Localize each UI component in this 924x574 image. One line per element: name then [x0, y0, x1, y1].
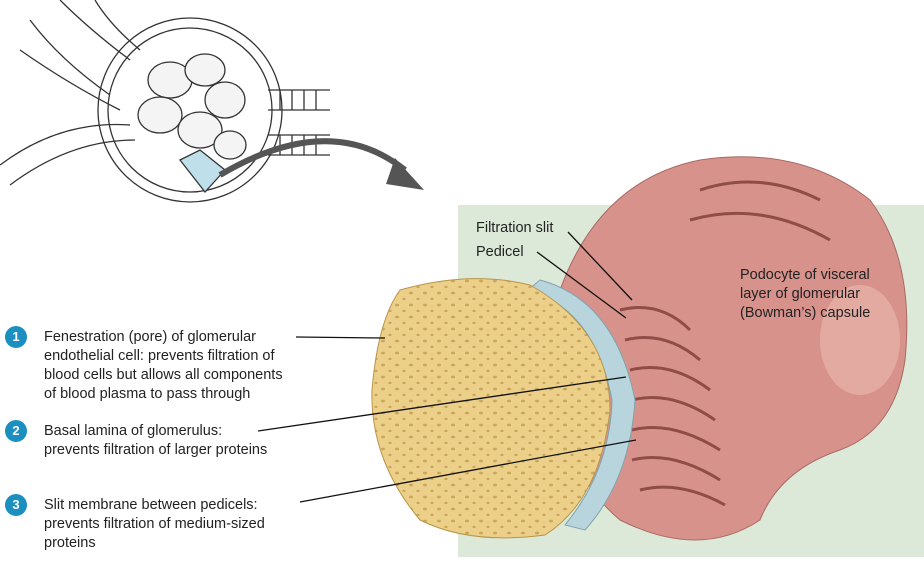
podocyte-label-line: (Bowman’s) capsule — [740, 305, 871, 321]
podocyte-label-line: Podocyte of visceral — [740, 267, 870, 283]
pedicel-label: Pedicel — [476, 244, 524, 260]
capillary-endothelium — [371, 278, 611, 539]
podocyte-label: Podocyte of visceral layer of glomerular… — [740, 266, 870, 323]
item-line: endothelial cell: prevents filtration of — [44, 348, 275, 364]
item-line: prevents filtration of larger proteins — [44, 442, 268, 458]
badge-3: 3 — [5, 494, 27, 516]
item-2-text: Basal lamina of glomerulus: prevents fil… — [44, 422, 267, 460]
item-line: of blood plasma to pass through — [44, 386, 251, 402]
badge-1: 1 — [5, 326, 27, 348]
item-line: proteins — [44, 535, 96, 551]
filtration-slit-label: Filtration slit — [476, 220, 554, 236]
item-line: prevents filtration of medium-sized — [44, 516, 265, 532]
leader-lines — [257, 231, 637, 503]
item-3-text: Slit membrane between pedicels: prevents… — [44, 496, 265, 553]
arrow-icon — [218, 138, 407, 178]
item-1-text: Fenestration (pore) of glomerular endoth… — [44, 328, 283, 404]
podocyte — [559, 156, 908, 541]
arrowhead-icon — [386, 158, 424, 190]
renal-corpuscle-sketch — [0, 0, 330, 203]
badge-2: 2 — [5, 420, 27, 442]
item-line: Basal lamina of glomerulus: — [44, 423, 223, 439]
podocyte-label-line: layer of glomerular — [740, 286, 861, 302]
item-line: Slit membrane between pedicels: — [44, 497, 258, 513]
item-line: blood cells but allows all components — [44, 367, 283, 383]
item-line: Fenestration (pore) of glomerular — [44, 329, 256, 345]
